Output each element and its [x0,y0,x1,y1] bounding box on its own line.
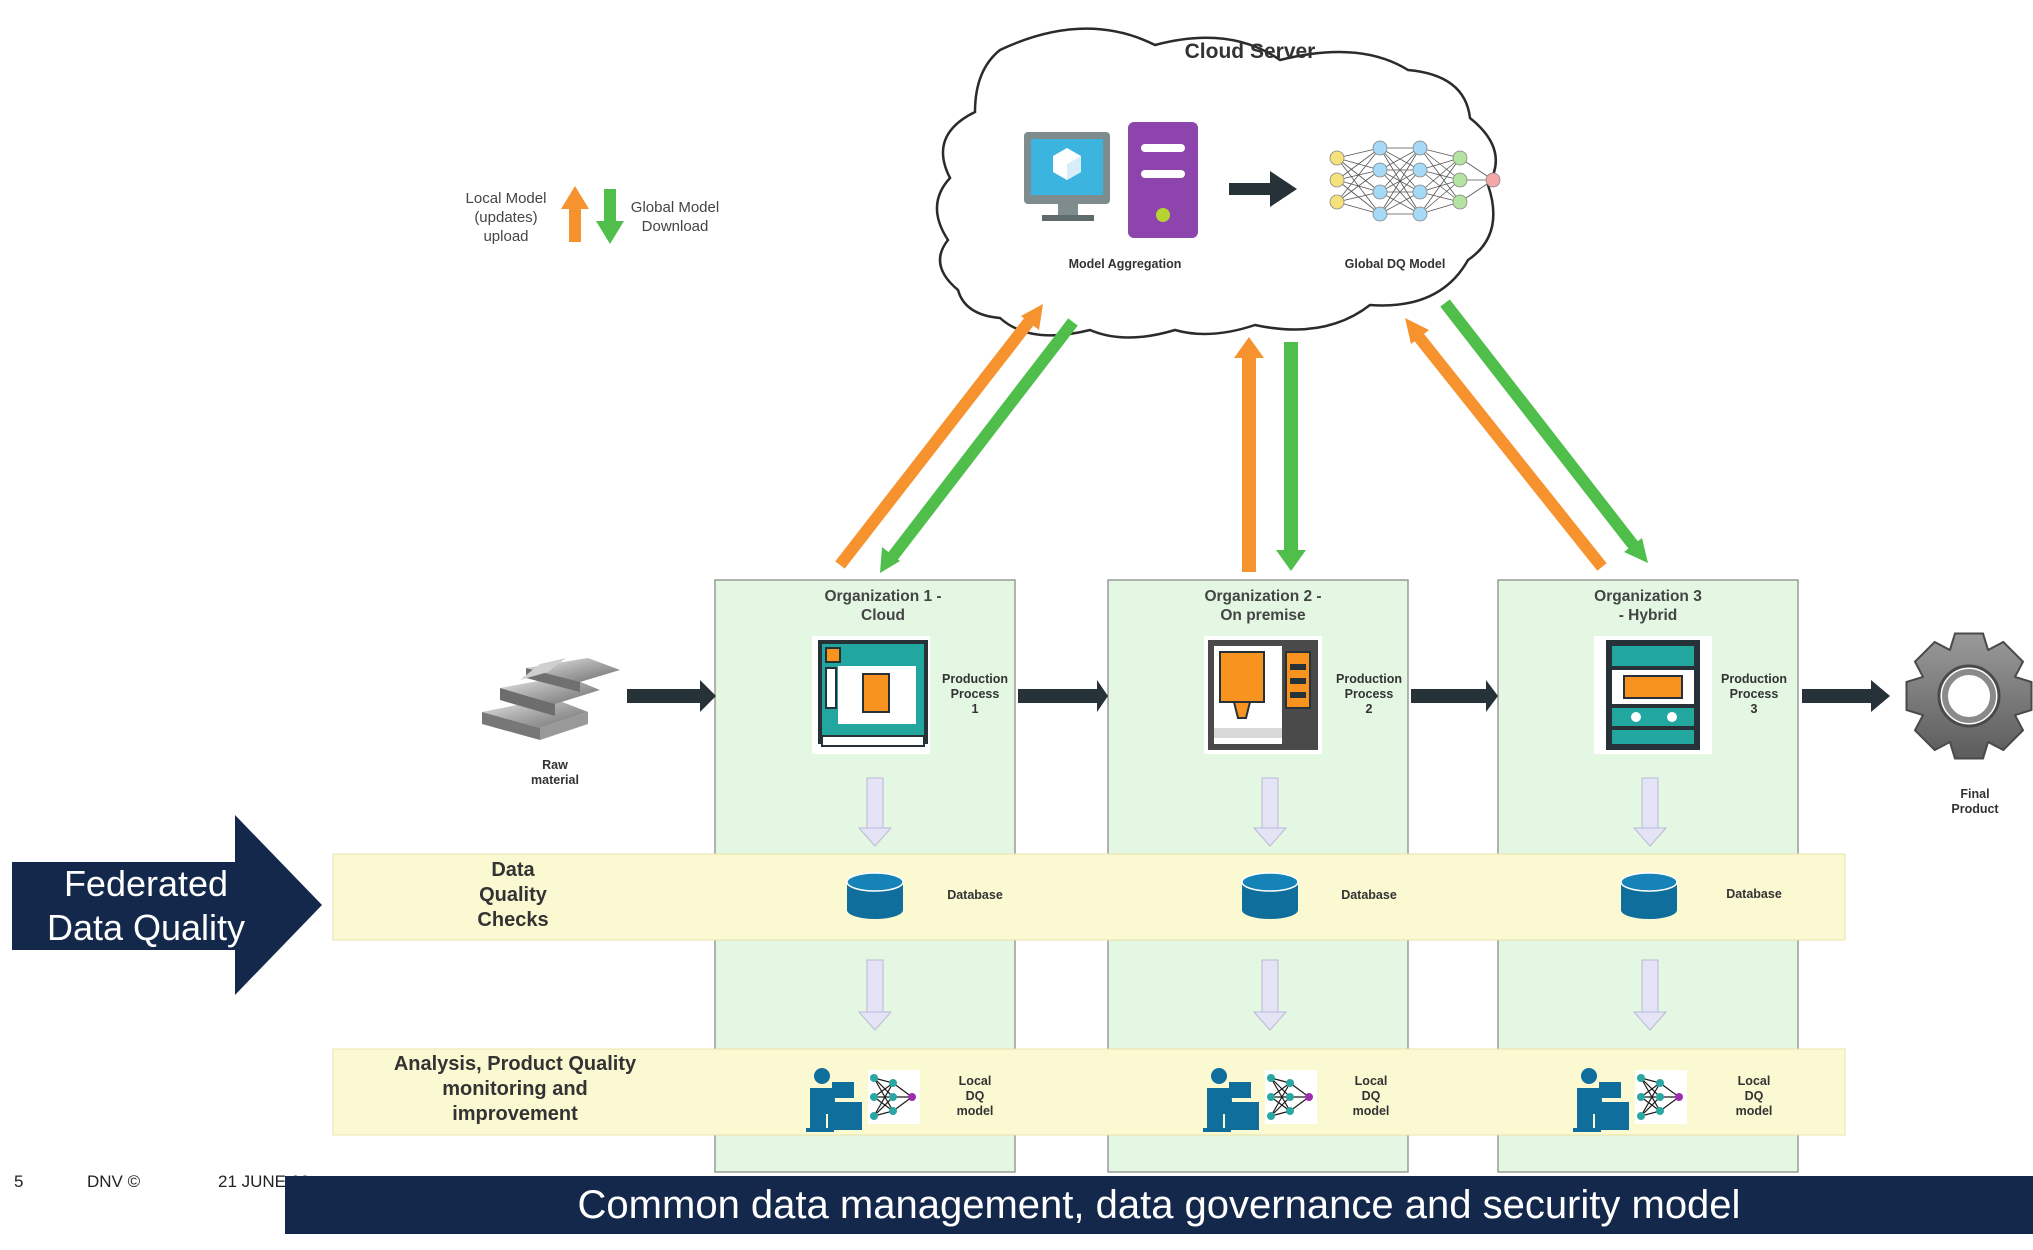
federated-data-quality-label: Federated Data Quality [46,863,246,948]
raw-material-label: Raw material [531,758,579,787]
download-legend-arrow [596,189,624,244]
analysis-band-title: Analysis, Product Quality monitoring and… [393,1053,637,1125]
aggregation-arrow [1229,171,1297,207]
federated-arrow-shape [12,815,322,995]
org-3-process-label: Production Process 3 [1721,672,1787,716]
banner-text: Common data management, data governance … [577,1183,1741,1227]
machine-2-icon [1204,636,1322,754]
org-1-download-arrow [880,318,1078,573]
org-1-title: Organization 1 - Cloud [824,588,942,624]
monitor-icon [1024,132,1110,221]
gear-icon [1905,632,2033,760]
raw-to-org1-arrow [627,680,716,712]
global-dq-model-label: Global DQ Model [1344,257,1446,271]
cloud-server-title: Cloud Server [1184,40,1316,63]
org-2-download-arrow [1276,342,1306,571]
org1-to-org2-arrow [1018,680,1108,712]
machine-1-icon [812,636,930,754]
org-2-title: Organization 2 - On premise [1204,588,1322,624]
org-2-database-label: Database [1341,888,1397,902]
org-3-database-label: Database [1726,887,1782,901]
org-3-local-model-label: Local DQ model [1735,1074,1773,1118]
org-3-download-arrow [1440,299,1648,563]
org-1-upload-arrow [835,304,1043,569]
upload-legend-arrow [561,186,589,242]
data-quality-band [332,853,1846,941]
download-legend-label: Global Model Download [630,199,720,235]
vertical-flow-arrows [857,777,1668,1031]
machine-3-icon [1594,636,1712,754]
final-product-label: Final Product [1951,787,1999,816]
org-1-process-label: Production Process 1 [942,672,1008,716]
org-1-local-model-label: Local DQ model [956,1074,994,1118]
cloud-shape [935,27,1497,339]
footer-company: DNV © [87,1172,141,1191]
analyst-icons [806,1068,1687,1132]
raw-material-icon [482,658,620,740]
neural-network-icon [1329,140,1501,222]
org-3-upload-arrow [1405,318,1607,571]
org-2-process-label: Production Process 2 [1336,672,1402,716]
org2-to-org3-arrow [1411,680,1498,712]
org-2-upload-arrow [1234,337,1264,572]
database-icons [846,872,1678,919]
org-3-title: Organization 3 - Hybrid [1594,588,1702,624]
bottom-banner: Common data management, data governance … [285,1176,2033,1234]
org-2-local-model-label: Local DQ model [1352,1074,1390,1118]
server-icon [1128,122,1198,238]
page-number: 5 [14,1172,24,1191]
org3-to-final-arrow [1802,680,1890,712]
model-aggregation-label: Model Aggregation [1068,257,1182,271]
org-1-database-label: Database [947,888,1003,902]
upload-legend-label: Local Model (updates) upload [465,190,547,245]
data-quality-checks-title: Data Quality Checks [477,859,549,931]
